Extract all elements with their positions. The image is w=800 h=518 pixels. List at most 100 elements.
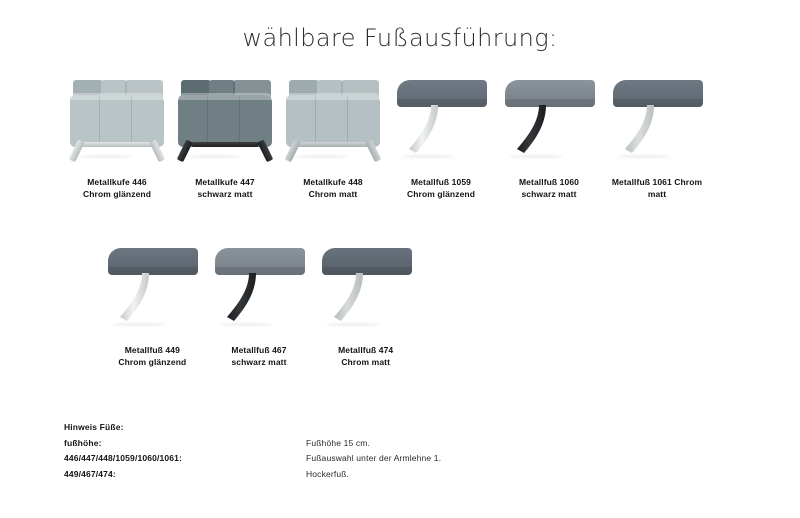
note-line: fußhöhe: Fußhöhe 15 cm. [64, 436, 624, 452]
caption-line-2: Chrom matt [341, 357, 391, 368]
curved-leg-shape [625, 105, 654, 153]
floor-shadow [617, 155, 671, 158]
foot-option-image [499, 72, 599, 164]
curved-leg-shape [333, 273, 363, 321]
page-title: wählbare Fußausführung: [242, 24, 558, 52]
foot-option-caption: Metallfuß 449 Chrom glänzend [100, 344, 204, 369]
curved-metal-leg [225, 273, 259, 323]
upholstered-block-illustration [499, 72, 599, 164]
upholstered-block-illustration [209, 240, 309, 332]
caption-line-2: schwarz matt [521, 189, 577, 200]
foot-option-caption: Metallkufe 448 Chrom matt [281, 176, 385, 201]
sofa-arm-top [178, 93, 272, 100]
caption-line-1: Metallfuß 1060 [519, 177, 579, 187]
foot-options-row-1: Metallkufe 446 Chrom glänzend [64, 72, 744, 201]
caption-line-1: Metallfuß 1061 Chrom [611, 177, 703, 187]
curved-metal-leg [623, 105, 657, 155]
upholstered-block-illustration [607, 72, 707, 164]
foot-option-image [102, 240, 203, 332]
caption-line-2: Chrom glänzend [407, 189, 475, 200]
caption-line-2: Chrom matt [308, 189, 358, 200]
floor-shadow [187, 155, 241, 158]
caption-line-1: Metallfuß 1059 [411, 177, 471, 187]
foot-option-metallfuss-449[interactable]: Metallfuß 449 Chrom glänzend [100, 240, 205, 369]
sofa-seam [99, 97, 100, 145]
metal-runner-foot [176, 139, 274, 164]
sofa-body [70, 95, 164, 147]
foot-option-image [175, 72, 275, 164]
note-line: 449/467/474: Hockerfuß. [64, 467, 624, 483]
curved-metal-leg [407, 105, 441, 155]
foot-option-image [315, 240, 416, 332]
curved-leg-shape [409, 105, 438, 153]
caption-line-2: schwarz matt [197, 189, 253, 200]
sofa-arm-top [70, 93, 164, 100]
note-label: 446/447/448/1059/1060/1061: [64, 453, 182, 464]
upholstered-block [613, 80, 703, 107]
foot-option-caption: Metallfuß 1060 schwarz matt [497, 176, 601, 201]
curved-leg-shape [517, 105, 546, 153]
floor-shadow [112, 323, 167, 326]
foot-option-metallfuss-1061[interactable]: Metallfuß 1061 Chrom matt [604, 72, 710, 201]
block-underside-shadow [108, 267, 199, 275]
foot-option-caption: Metallfuß 1059 Chrom glänzend [389, 176, 493, 201]
sofa-corner-illustration [68, 78, 166, 164]
foot-option-metallfuss-1059[interactable]: Metallfuß 1059 Chrom glänzend [388, 72, 494, 201]
block-underside-shadow [321, 267, 412, 275]
note-label: Hinweis Füße: [64, 422, 124, 432]
foot-options-row-2: Metallfuß 449 Chrom glänzend [100, 240, 420, 369]
block-underside-shadow [215, 267, 305, 275]
sofa-seam [131, 97, 132, 145]
metal-runner-foot [68, 139, 166, 164]
sofa-arm-top [286, 93, 380, 100]
sofa-seam [207, 97, 208, 145]
curved-leg-shape [120, 273, 150, 321]
floor-shadow [325, 323, 380, 326]
sofa-corner-illustration [284, 78, 382, 164]
upholstered-block [505, 80, 595, 107]
upholstered-block-illustration [391, 72, 491, 164]
foot-option-caption: Metallfuß 1061 Chrom matt [605, 176, 709, 201]
foot-option-caption: Metallkufe 447 schwarz matt [173, 176, 277, 201]
upholstered-block-illustration [316, 240, 416, 332]
foot-option-caption: Metallkufe 446 Chrom glänzend [65, 176, 169, 201]
curved-metal-leg [515, 105, 549, 155]
upholstered-block [108, 248, 199, 275]
curved-metal-leg [118, 273, 152, 323]
foot-option-image [283, 72, 383, 164]
foot-option-caption: Metallfuß 474 Chrom matt [314, 344, 418, 369]
foot-option-metallkufe-448[interactable]: Metallkufe 448 Chrom matt [280, 72, 386, 201]
foot-option-metallkufe-446[interactable]: Metallkufe 446 Chrom glänzend [64, 72, 170, 201]
block-underside-shadow [505, 99, 595, 107]
caption-line-1: Metallfuß 467 [231, 345, 287, 355]
floor-shadow [79, 155, 133, 158]
note-value: Hockerfuß. [306, 469, 350, 480]
note-value: Fußauswahl unter der Armlehne 1. [306, 453, 442, 464]
curved-metal-leg [332, 273, 366, 323]
foot-option-image [607, 72, 707, 164]
foot-option-metallfuss-1060[interactable]: Metallfuß 1060 schwarz matt [496, 72, 602, 201]
caption-line-1: Metallkufe 448 [303, 177, 363, 187]
upholstered-block [215, 248, 305, 275]
caption-line-2: matt [647, 189, 667, 200]
upholstered-block-illustration [102, 240, 202, 332]
caption-line-2: Chrom glänzend [83, 189, 151, 200]
sofa-seam [315, 97, 316, 145]
foot-option-metallkufe-447[interactable]: Metallkufe 447 schwarz matt [172, 72, 278, 201]
upholstered-block [397, 80, 487, 107]
note-line: Hinweis Füße: [64, 420, 624, 436]
note-value: Fußhöhe 15 cm. [306, 437, 370, 448]
foot-option-metallfuss-474[interactable]: Metallfuß 474 Chrom matt [313, 240, 418, 369]
caption-line-1: Metallkufe 446 [87, 177, 147, 187]
foot-option-caption: Metallfuß 467 schwarz matt [207, 344, 311, 369]
floor-shadow [401, 155, 455, 158]
caption-line-1: Metallkufe 447 [195, 177, 255, 187]
notes-section: Hinweis Füße: fußhöhe: Fußhöhe 15 cm. 44… [64, 420, 624, 483]
sofa-seam [347, 97, 348, 145]
sofa-body [178, 95, 272, 147]
floor-shadow [219, 323, 273, 326]
foot-option-metallfuss-467[interactable]: Metallfuß 467 schwarz matt [207, 240, 312, 369]
caption-line-1: Metallfuß 449 [124, 345, 180, 355]
caption-line-1: Metallfuß 474 [338, 345, 394, 355]
upholstered-block [321, 248, 412, 275]
